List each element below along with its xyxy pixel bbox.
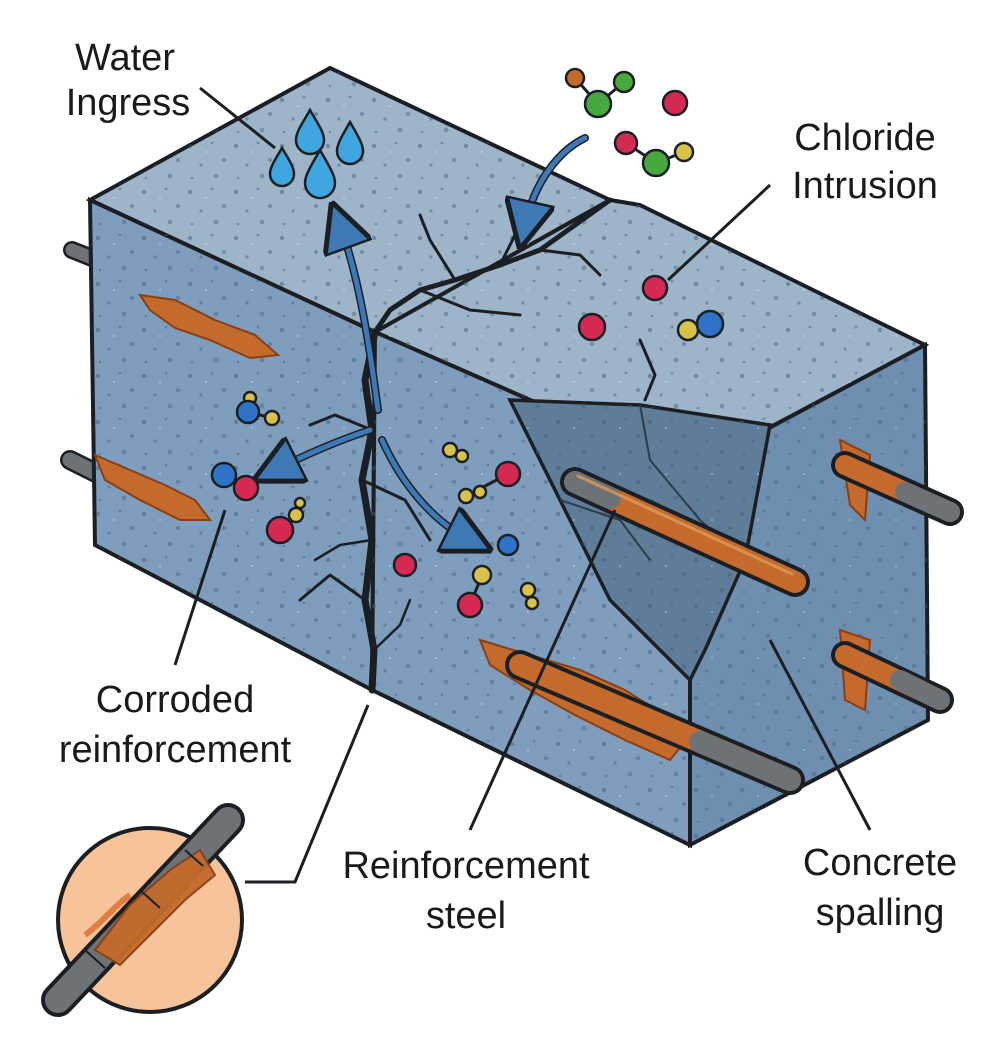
- label-corroded-line1: Corroded: [96, 679, 254, 721]
- label-corroded-reinforcement: Corroded reinforcement: [59, 679, 292, 771]
- label-steel-line2: steel: [426, 895, 506, 937]
- chloride-molecule-icon: [564, 67, 695, 178]
- label-water-ingress-line2: Ingress: [66, 82, 191, 124]
- label-corroded-line2: reinforcement: [59, 729, 292, 771]
- reinforcement-bars: [505, 451, 964, 795]
- label-chloride-intrusion: Chloride Intrusion: [792, 117, 938, 207]
- inset-corroded-rebar: [41, 803, 245, 1017]
- label-water-ingress: Water Ingress: [66, 37, 191, 124]
- leader-lines: [173, 86, 872, 884]
- label-chloride-line2: Intrusion: [792, 165, 938, 207]
- label-spalling-line2: spalling: [816, 892, 945, 934]
- label-steel-line1: Reinforcement: [342, 845, 590, 887]
- label-reinforcement-steel: Reinforcement steel: [342, 845, 590, 937]
- label-chloride-line1: Chloride: [794, 117, 936, 159]
- label-water-ingress-line1: Water: [75, 37, 175, 79]
- water-drop-icon: [268, 107, 365, 200]
- label-concrete-spalling: Concrete spalling: [803, 842, 957, 934]
- label-spalling-line1: Concrete: [803, 842, 957, 884]
- flow-arrow-icon: [275, 134, 589, 540]
- ion-particles: [210, 274, 725, 619]
